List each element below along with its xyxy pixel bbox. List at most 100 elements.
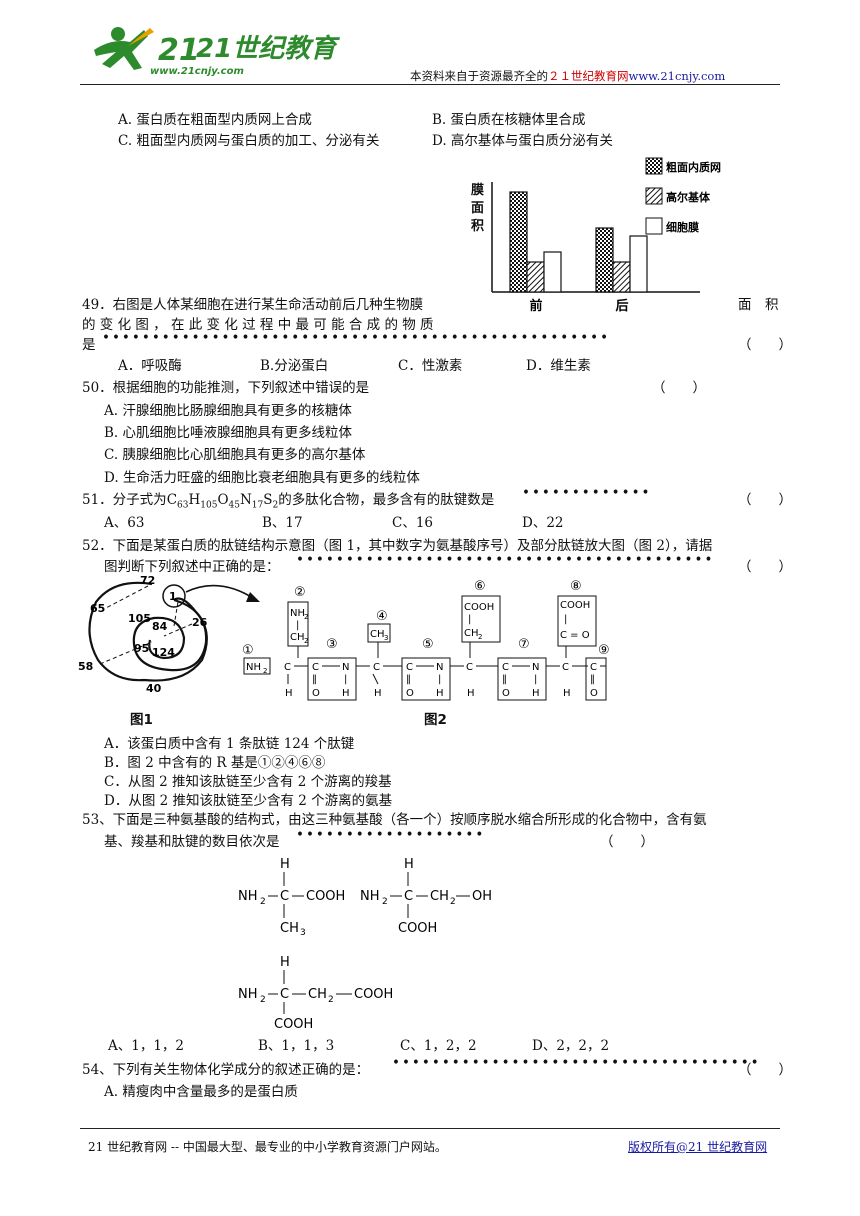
svg-text:|: | (296, 620, 299, 631)
fig1-num-26: 26 (192, 616, 208, 629)
svg-text:H: H (285, 688, 293, 699)
svg-text:O: O (502, 688, 510, 699)
q53-option-c: C、1，2，2 (400, 1038, 477, 1054)
fig2-circle-number: ⑥ (474, 579, 486, 594)
q49-line1-tail: 面 积 (738, 297, 779, 313)
svg-text:N: N (342, 662, 349, 673)
footer-divider (80, 1128, 780, 1129)
svg-text:C: C (590, 662, 597, 673)
q53-option-d: D、2，2，2 (532, 1038, 610, 1054)
fig1-num-72: 72 (140, 574, 155, 587)
svg-text:2: 2 (263, 667, 267, 675)
fig2-circle-number: ⑦ (518, 637, 530, 652)
svg-text:O: O (406, 688, 414, 699)
q49-bracket: （ ） (738, 337, 792, 353)
q52-option-d: D．从图 2 推知该肽链至少含有 2 个游离的氨基 (104, 793, 393, 809)
fig1-num-58: 58 (78, 660, 93, 673)
chart-bar (526, 261, 545, 293)
fig1-num-124: 124 (152, 646, 175, 659)
q51-stem: 51．分子式为C63H105O45N17S2的多肽化合物，最多含有的肽键数是 (82, 488, 494, 511)
svg-text:‖: ‖ (590, 674, 595, 685)
svg-text:C: C (466, 662, 473, 673)
fig2-circle-number: ⑤ (422, 637, 434, 652)
chart-legend-label: 细胞膜 (666, 220, 699, 234)
q51-bracket: （ ） (738, 492, 792, 508)
svg-text:‖: ‖ (406, 674, 411, 685)
svg-text:H: H (280, 857, 290, 872)
chart-legend-label: 高尔基体 (666, 190, 711, 204)
footer-copyright-link[interactable]: 版权所有@21 世纪教育网 (628, 1140, 768, 1154)
q53-dots: ••••••••••••••••••• (296, 827, 486, 843)
svg-text:C: C (280, 889, 289, 904)
svg-text:COOH: COOH (464, 602, 494, 613)
q52-line2: 图判断下列叙述中正确的是： (104, 559, 280, 575)
svg-text:CH: CH (430, 889, 449, 904)
svg-text:H: H (342, 688, 350, 699)
svg-text:N: N (436, 662, 443, 673)
q54-dots: ••••••••••••••••••••••••••••••••••••• (392, 1055, 761, 1071)
q49-option-a: A．呼吸酶 (118, 358, 182, 374)
protein-chain-diagram: 72 1 65 105 84 26 95 124 58 40 (78, 574, 208, 695)
chart-ylabel: 膜面积 (471, 182, 487, 236)
q54-bracket: （ ） (738, 1062, 792, 1078)
svg-text:2: 2 (450, 897, 456, 907)
svg-text:C: C (406, 662, 413, 673)
svg-text:CH: CH (308, 987, 327, 1002)
q53-line1: 53、下面是三种氨基酸的结构式，由这三种氨基酸（各一个）按顺序脱水缩合所形成的化… (82, 812, 707, 828)
fig1-num-84: 84 (152, 620, 168, 633)
fig1-num-65: 65 (90, 602, 105, 615)
svg-text:CH: CH (370, 629, 385, 640)
q50-option-b: B. 心肌细胞比唾液腺细胞具有更多线粒体 (104, 425, 353, 441)
fig2-circle-number: ② (294, 585, 306, 600)
figure-1: 72 1 65 105 84 26 95 124 58 40 (74, 572, 274, 702)
fig1-num-95: 95 (134, 642, 149, 655)
chart-bar (543, 251, 562, 293)
q51-stem-post: 的多肽化合物，最多含有的肽键数是 (278, 492, 495, 508)
chart-ylabel-char: 面 (471, 201, 485, 216)
fig-arrow-icon (185, 584, 260, 602)
svg-text:OH: OH (472, 889, 492, 904)
q51-option-b: B、17 (262, 515, 303, 531)
q53-option-a: A、1，1，2 (108, 1038, 185, 1054)
svg-text:NH: NH (238, 889, 258, 904)
svg-text:3: 3 (300, 928, 306, 938)
svg-text:|: | (344, 674, 347, 685)
logo-url: www.21cnjy.com (150, 66, 244, 77)
fig2-circle-number: ④ (376, 609, 388, 624)
svg-text:2: 2 (304, 637, 308, 645)
svg-text:NH: NH (290, 608, 305, 619)
q53-line2: 基、羧基和肽键的数目依次是 (104, 834, 280, 850)
q49-line1: 49．右图是人体某细胞在进行某生命活动前后几种生物膜 (82, 297, 424, 313)
svg-text:N: N (532, 662, 539, 673)
q50-option-c: C. 胰腺细胞比心肌细胞具有更多的高尔基体 (104, 447, 366, 463)
svg-text:‖: ‖ (312, 674, 317, 685)
q48-option-b: B. 蛋白质在核糖体里合成 (432, 112, 586, 128)
q49-option-d: D．维生素 (526, 358, 591, 374)
chart-category-label: 前 (530, 298, 543, 314)
q50-stem: 50．根据细胞的功能推测，下列叙述中错误的是 (82, 380, 370, 396)
chart-bar (612, 261, 631, 293)
chart-legend-swatch (645, 157, 663, 175)
svg-text:|: | (564, 614, 567, 625)
svg-text:NH: NH (246, 662, 261, 673)
site-logo[interactable]: 21 (84, 20, 294, 82)
chart-bar (509, 191, 528, 293)
header-source-url[interactable]: www.21cnjy.com (628, 69, 726, 83)
q52-bracket: （ ） (738, 559, 792, 575)
svg-text:2: 2 (328, 995, 334, 1005)
svg-text:C: C (312, 662, 319, 673)
q53-bracket: （ ） (600, 834, 654, 850)
svg-text:H: H (436, 688, 444, 699)
header-source-highlight[interactable]: ２１世纪教育网 (548, 69, 629, 83)
svg-text:|: | (468, 614, 471, 625)
q50-option-d: D. 生命活力旺盛的细胞比衰老细胞具有更多的线粒体 (104, 470, 420, 486)
q51-option-c: C、16 (392, 515, 434, 531)
q51-formula: C63H105O45N17S2 (166, 492, 279, 511)
chart-legend-swatch (645, 217, 663, 235)
fig2-circle-number: ① (242, 643, 254, 658)
q51-dots: ••••••••••••• (522, 485, 652, 501)
svg-text:2: 2 (382, 897, 388, 907)
svg-text:|: | (534, 674, 537, 685)
q54-stem: 54、下列有关生物体化学成分的叙述正确的是： (82, 1062, 370, 1078)
